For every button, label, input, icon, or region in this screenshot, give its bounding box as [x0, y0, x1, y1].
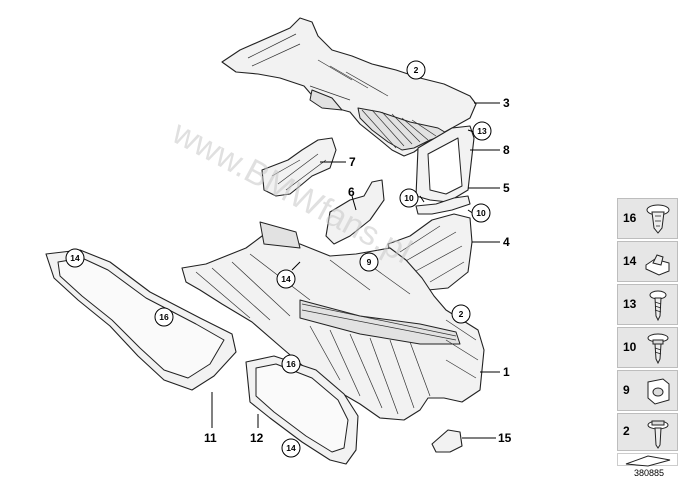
part-7-bracket — [261, 137, 337, 197]
circled-9: 9 — [367, 257, 372, 267]
torx-screw-icon — [649, 290, 667, 322]
circled-14-center: 14 — [281, 274, 291, 284]
circled-10-b: 10 — [476, 208, 486, 218]
callout-7: 7 — [349, 155, 356, 169]
callout-3: 3 — [503, 96, 510, 110]
circled-10-a: 10 — [404, 193, 414, 203]
circled-14-bottom: 14 — [286, 443, 296, 453]
callout-4: 4 — [503, 235, 510, 249]
legend-panel-13[interactable]: 13 — [617, 284, 678, 325]
circled-16-left: 16 — [159, 312, 169, 322]
circled-16-right: 16 — [286, 359, 296, 369]
circled-13: 13 — [477, 126, 487, 136]
hex-flange-screw-icon — [647, 420, 669, 449]
part-11-left-trim — [45, 249, 237, 391]
clip-nut-icon — [647, 378, 670, 405]
callout-15: 15 — [498, 431, 512, 445]
part-6-bracket — [325, 179, 385, 245]
legend-panel-mat[interactable] — [617, 453, 678, 467]
push-clip-icon — [646, 204, 670, 234]
part-12-right-trim — [245, 355, 359, 465]
legend-panel-9[interactable]: 9 — [617, 370, 678, 411]
mat-arrow-icon — [625, 455, 671, 467]
reference-number: 380885 — [634, 468, 665, 478]
callout-6: 6 — [348, 185, 355, 199]
callout-12: 12 — [250, 431, 264, 445]
callout-11: 11 — [204, 431, 217, 445]
leader-lines — [211, 102, 500, 439]
legend-number: 16 — [623, 211, 637, 225]
legend-panel-14[interactable]: 14 — [617, 241, 678, 282]
part-8-frame — [415, 125, 475, 203]
circled-callouts: 2 13 10 10 14 9 2 14 16 16 14 — [65, 60, 492, 458]
legend-panel-10[interactable]: 10 — [617, 327, 678, 368]
callout-5: 5 — [503, 181, 510, 195]
callout-1: 1 — [503, 365, 510, 379]
part-5-bracket — [415, 195, 471, 215]
callout-labels: 3 8 5 4 1 7 6 11 12 15 — [204, 96, 512, 445]
legend-panel-16[interactable]: 16 — [617, 198, 678, 239]
part-3-upper-bracket — [221, 17, 477, 157]
legend-panel-2[interactable]: 2 — [617, 413, 678, 451]
part-15-small-bracket — [431, 429, 463, 453]
circled-2-top: 2 — [414, 65, 419, 75]
collar-screw-icon — [647, 333, 669, 365]
legend-number: 14 — [623, 254, 637, 268]
legend-number: 9 — [623, 383, 630, 397]
circled-2-lower: 2 — [459, 309, 464, 319]
legend-number: 2 — [623, 424, 630, 438]
spring-nut-icon — [645, 254, 670, 276]
callout-8: 8 — [503, 143, 510, 157]
legend-number: 13 — [623, 297, 637, 311]
legend-number: 10 — [623, 340, 637, 354]
circled-14-left: 14 — [70, 253, 80, 263]
